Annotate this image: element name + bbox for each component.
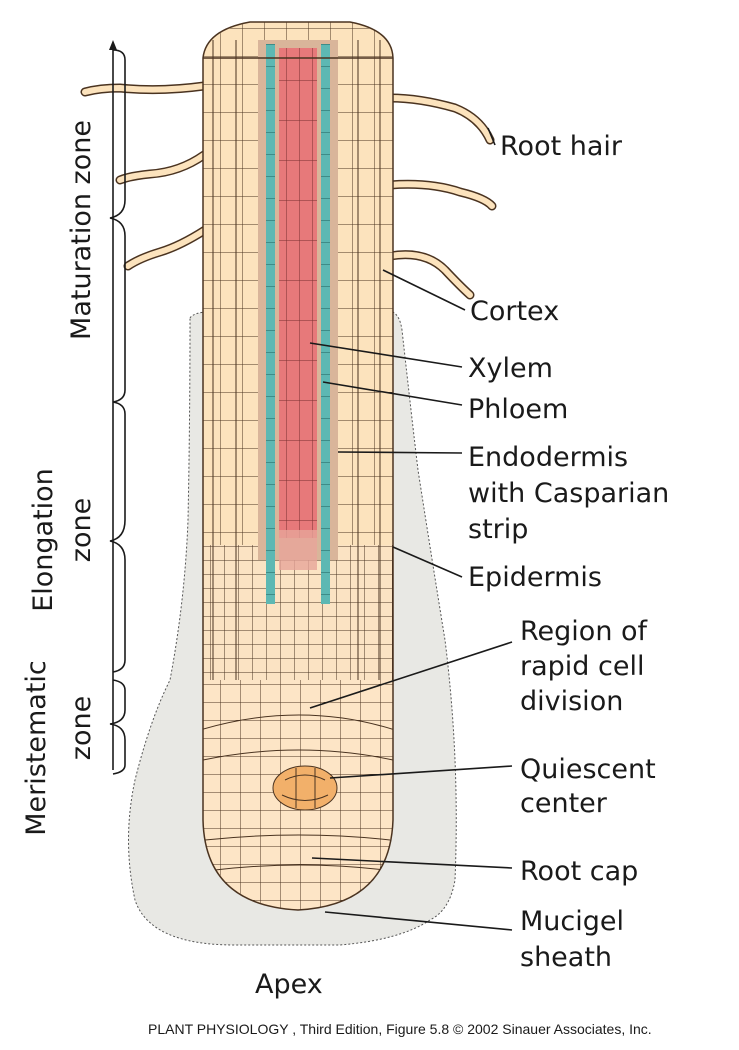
- label-rapid-2: rapid cell: [520, 651, 644, 682]
- label-rapid-3: division: [520, 686, 623, 717]
- label-endodermis-1: Endodermis: [468, 442, 628, 473]
- label-root-hair: Root hair: [500, 131, 623, 162]
- zone-elongation-1: Elongation: [28, 468, 59, 612]
- zone-meristematic-2: zone: [66, 696, 97, 760]
- label-apex: Apex: [255, 969, 323, 1000]
- label-mucigel-2: sheath: [520, 942, 612, 973]
- label-quiescent-2: center: [520, 788, 608, 819]
- label-cortex: Cortex: [470, 296, 559, 327]
- zone-elongation-2: zone: [66, 498, 97, 562]
- label-endodermis-2: with Casparian: [468, 478, 669, 509]
- label-epidermis: Epidermis: [468, 562, 602, 593]
- label-root-cap: Root cap: [520, 856, 638, 887]
- label-quiescent-1: Quiescent: [520, 754, 656, 785]
- leader-lines: [309, 127, 513, 931]
- label-rapid-1: Region of: [520, 616, 649, 647]
- zone-meristematic-1: Meristematic: [21, 660, 52, 836]
- zone-axis: [109, 40, 126, 775]
- zone-maturation: Maturation zone: [66, 120, 97, 340]
- label-endodermis-3: strip: [468, 514, 528, 545]
- label-phloem: Phloem: [468, 394, 568, 425]
- root-hairs-fill: [82, 83, 495, 298]
- figure-credit: PLANT PHYSIOLOGY , Third Edition, Figure…: [148, 1021, 652, 1037]
- label-xylem: Xylem: [468, 353, 553, 384]
- label-mucigel-1: Mucigel: [520, 906, 624, 937]
- root-outline: [202, 21, 394, 911]
- root-body: [203, 22, 393, 910]
